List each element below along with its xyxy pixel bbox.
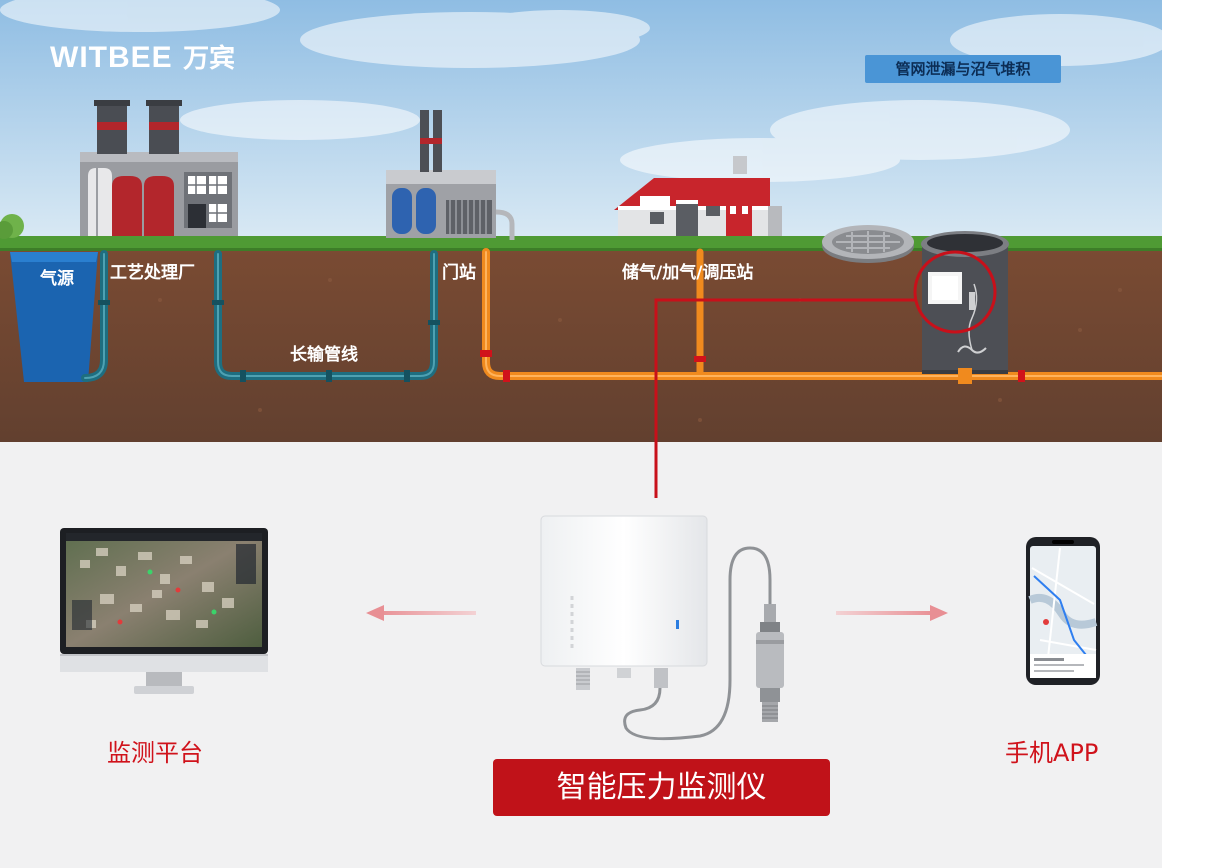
- highlight-ring: [913, 250, 997, 334]
- scene: WITBEE 万宾 管网泄漏与沼气堆积 气源 工艺处理厂 门站 储气/加气/调压…: [0, 0, 1162, 868]
- pressure-monitor-device: [540, 515, 784, 741]
- device-label-background: [493, 759, 830, 816]
- storage-station-icon: [614, 156, 782, 236]
- factory-icon: [80, 100, 238, 236]
- manhole-well-icon: [921, 231, 1009, 384]
- arrow-right-icon: [836, 605, 948, 621]
- callout-connector: [654, 298, 916, 498]
- brand-logo-cn: 万宾: [183, 44, 236, 74]
- label-gas-source: 气源: [40, 269, 74, 289]
- diagram-graphics: [0, 0, 1162, 868]
- label-trunk-line: 长输管线: [290, 345, 358, 365]
- smartphone-icon: [1026, 537, 1100, 685]
- monitor-icon: [60, 528, 268, 694]
- clouds: [0, 0, 1162, 182]
- brand-logo: WITBEE 万宾: [50, 38, 235, 75]
- label-pressure-monitor: 智能压力监测仪: [556, 770, 767, 805]
- gate-station-icon: [386, 110, 515, 240]
- distribution-pipeline: [482, 248, 1162, 380]
- tree-icon: [0, 214, 24, 239]
- label-mobile-app: 手机APP: [1005, 739, 1099, 767]
- pressure-sensor-icon: [756, 604, 784, 722]
- brand-logo-text: WITBEE: [50, 41, 173, 74]
- label-monitoring-platform: 监测平台: [107, 739, 203, 767]
- manhole-cover-icon: [822, 225, 914, 263]
- arrow-left-icon: [366, 605, 476, 621]
- label-storage-station: 储气/加气/调压站: [622, 263, 754, 283]
- gas-source-tank-icon: [10, 252, 98, 382]
- scenario-tag: 管网泄漏与沼气堆积: [865, 55, 1061, 83]
- label-gate-station: 门站: [442, 263, 476, 283]
- label-process-plant: 工艺处理厂: [110, 263, 195, 283]
